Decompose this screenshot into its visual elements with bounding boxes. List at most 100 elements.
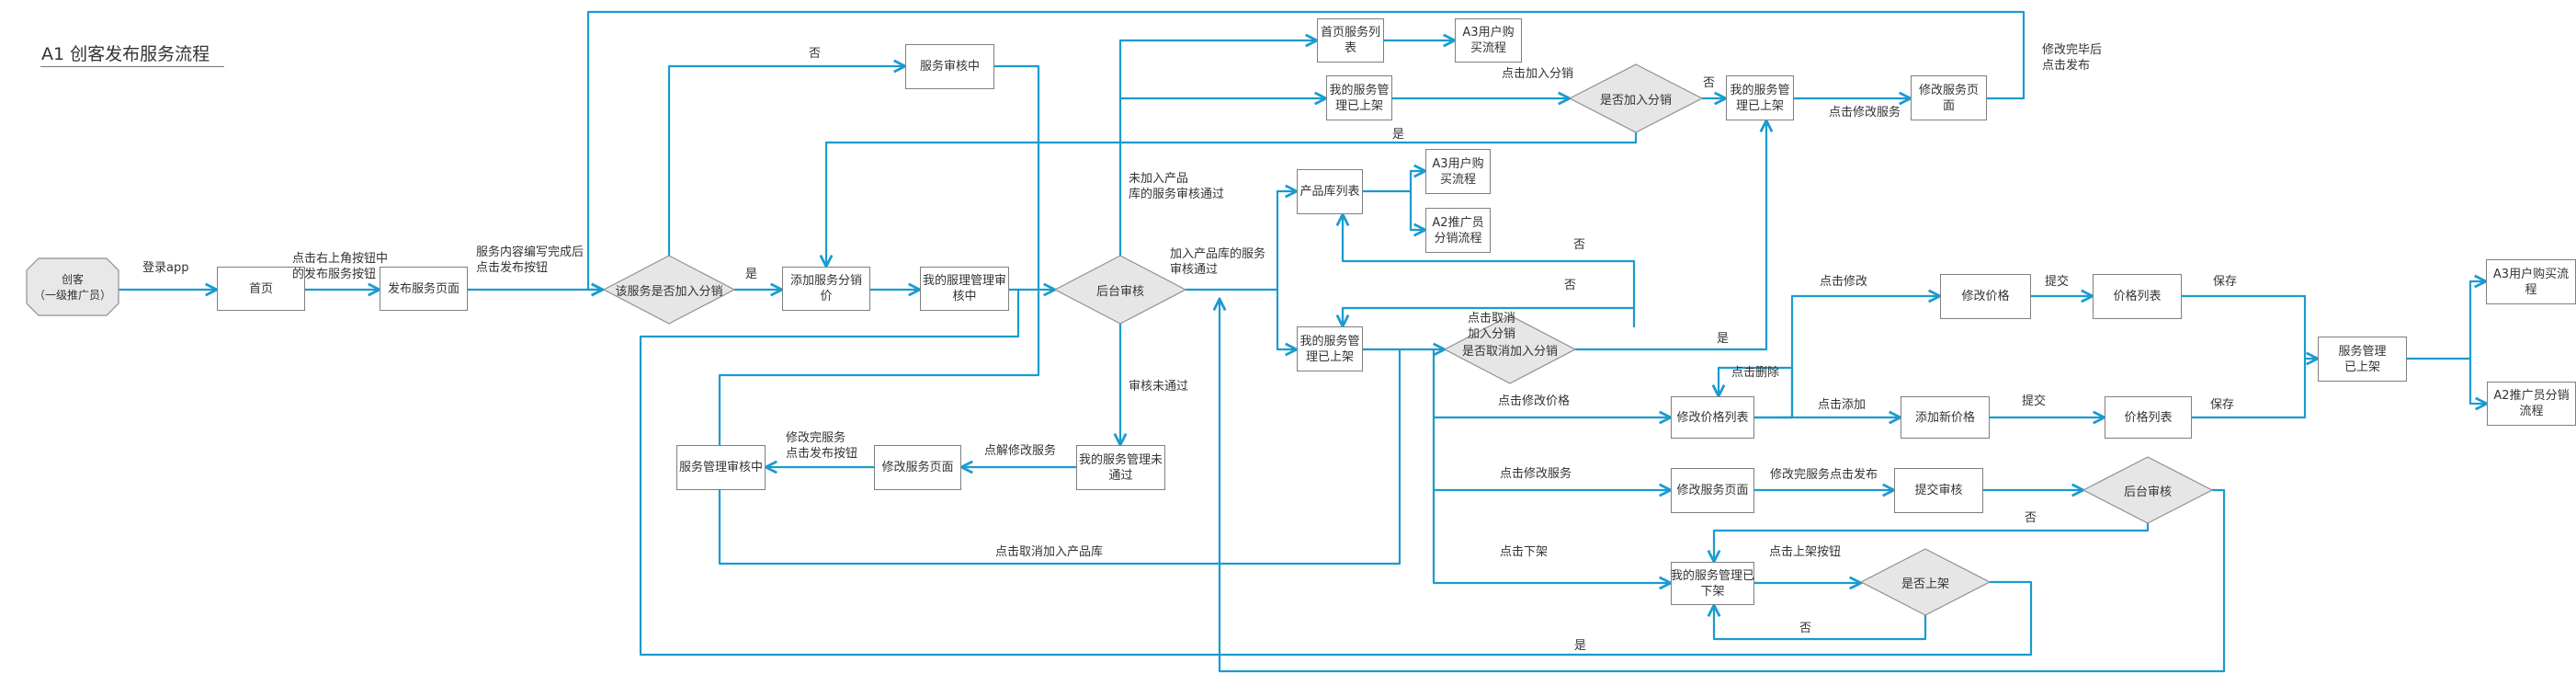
- label-submit1: 提交: [2045, 275, 2070, 289]
- edge-cancel-no1: [1343, 214, 1636, 327]
- label-yes-cancel: 是: [1717, 332, 1730, 346]
- label-yes-relist: 是: [1574, 639, 1587, 653]
- node-home-list[interactable]: 首页服务列表: [1317, 18, 1384, 63]
- edge-backend2-no: [1714, 523, 2150, 562]
- label-click-edit-service-mid: 点击修改服务: [1500, 467, 1572, 481]
- label-click-cancel-dist: 点击取消 加入分销: [1468, 312, 1516, 341]
- node-product-lib[interactable]: 产品库列表: [1297, 169, 1363, 214]
- node-submit-review[interactable]: 提交审核: [1894, 468, 1983, 513]
- node-a2-mid[interactable]: A2推广员分销流程: [1425, 208, 1491, 253]
- edge-backend-home-list: [1118, 40, 1317, 256]
- node-listed-row2[interactable]: 我的服务管理已上架: [1326, 75, 1392, 120]
- label-click-edit: 点击修改: [1820, 275, 1868, 289]
- node-publish-page[interactable]: 发布服务页面: [380, 267, 468, 311]
- diamond-relist: [1859, 548, 1992, 616]
- edge-backend2-yes: [1220, 299, 2226, 673]
- label-click-edit-price: 点击修改价格: [1498, 394, 1571, 408]
- label-yes-row2: 是: [1392, 128, 1405, 142]
- edge-diamond-no: [667, 66, 905, 256]
- node-backend-review2[interactable]: 后台审核: [2123, 485, 2172, 499]
- diamond-join-dist: [602, 255, 736, 325]
- label-save1: 保存: [2213, 275, 2238, 289]
- node-price-list-top[interactable]: 价格列表: [2093, 274, 2182, 319]
- label-edit-done-publish-btn: 修改完服务 点击发布按钮: [786, 431, 858, 461]
- node-edit-price-list[interactable]: 修改价格列表: [1671, 396, 1754, 439]
- node-edit-price[interactable]: 修改价格: [1940, 274, 2031, 319]
- diamond-backend2: [2082, 456, 2214, 524]
- label-edit-done-publish: 修改完毕后 点击发布: [2042, 43, 2103, 73]
- edge-mgmt-reviewing-up: [718, 290, 1040, 445]
- node-edit-page-left[interactable]: 修改服务页面: [874, 445, 961, 490]
- edge-cancel-no2: [1343, 306, 1634, 326]
- node-a3-top[interactable]: A3用户购买流程: [1455, 18, 1522, 63]
- label-click-fix-service: 点解修改服务: [984, 444, 1057, 458]
- label-no-cancel1: 否: [1573, 238, 1586, 252]
- edge-click-delist: [1432, 490, 1671, 583]
- node-a3-right[interactable]: A3用户购买流程: [2486, 259, 2576, 304]
- start-octagon: [26, 257, 119, 316]
- node-backend-review[interactable]: 后台审核: [1095, 284, 1144, 299]
- label-save2: 保存: [2210, 398, 2235, 412]
- label-no-relist: 否: [1799, 622, 1812, 635]
- node-mgmt-reviewing[interactable]: 服务管理审核中: [676, 445, 766, 490]
- edge-yes-feedback: [826, 132, 1638, 267]
- label-click-add: 点击添加: [1818, 398, 1867, 412]
- diamonds-layer: [602, 63, 2214, 616]
- edge-save1: [2182, 294, 2318, 359]
- node-mgmt-listed[interactable]: 服务管理 已上架: [2318, 337, 2407, 382]
- label-no-top: 否: [809, 47, 822, 61]
- label-click-list-button: 点击上架按钮: [1769, 545, 1842, 559]
- node-cancel-dist-decision[interactable]: 是否取消加入分销: [1461, 344, 1558, 359]
- label-click-publish: 点击右上角按钮中 的发布服务按钮: [292, 252, 389, 281]
- label-review-failed: 审核未通过: [1129, 380, 1189, 394]
- edge-save2: [2192, 359, 2307, 419]
- edge-mgmt-a3: [2407, 281, 2486, 360]
- label-click-delete: 点击删除: [1731, 366, 1780, 380]
- edge-backend-listed-mid: [1276, 290, 1297, 349]
- label-submit2: 提交: [2022, 394, 2047, 408]
- label-not-in-lib: 未加入产品 库的服务审核通过: [1129, 172, 1225, 201]
- node-listed-mid[interactable]: 我的服务管理已上架: [1297, 326, 1363, 371]
- node-start[interactable]: 创客 （一级推广员）: [33, 273, 111, 302]
- node-my-review[interactable]: 我的服理管理审核中: [920, 267, 1009, 311]
- label-yes-main: 是: [745, 268, 758, 281]
- node-edit-page-mid[interactable]: 修改服务页面: [1671, 468, 1754, 513]
- label-in-lib: 加入产品库的服务 审核通过: [1170, 247, 1266, 277]
- diamond-cancel-dist: [1443, 314, 1577, 384]
- node-add-dist-price[interactable]: 添加服务分销价: [782, 267, 870, 311]
- node-price-list-bottom[interactable]: 价格列表: [2105, 396, 2192, 439]
- edge-lib-a3: [1363, 171, 1425, 193]
- edge-cancel-yes: [1575, 120, 1766, 351]
- edge-service-reviewing-down: [994, 64, 1040, 290]
- node-service-reviewing[interactable]: 服务审核中: [905, 44, 994, 89]
- label-click-join-dist: 点击加入分销: [1502, 67, 1574, 81]
- label-no-row2: 否: [1703, 76, 1716, 90]
- node-relist-decision[interactable]: 是否上架: [1901, 577, 1949, 591]
- edge-relist-yes: [639, 290, 2033, 657]
- edge-backend-in-lib: [1186, 191, 1297, 291]
- node-join-dist-decision[interactable]: 该服务是否加入分销: [615, 284, 723, 299]
- edge-relist-no: [1714, 605, 1927, 641]
- edge-lib-a2: [1409, 191, 1425, 230]
- label-login: 登录app: [142, 261, 189, 275]
- node-a3-mid[interactable]: A3用户购买流程: [1425, 149, 1491, 194]
- node-join-dist2-decision[interactable]: 是否加入分销: [1599, 93, 1672, 108]
- node-a2-right[interactable]: A2推广员分销流程: [2487, 382, 2576, 426]
- node-add-new-price[interactable]: 添加新价格: [1901, 396, 1990, 439]
- diamond-join-dist2: [1568, 63, 1704, 133]
- node-home[interactable]: 首页: [217, 267, 305, 311]
- label-no-cancel2: 否: [1564, 279, 1577, 292]
- label-edit-done-click-publish: 修改完服务点击发布: [1770, 468, 1878, 482]
- edge-mgmt-a2: [2468, 359, 2487, 404]
- page-title: A1 创客发布服务流程: [41, 44, 210, 64]
- node-delisted[interactable]: 我的服务管理已 下架: [1671, 562, 1754, 605]
- node-listed-right[interactable]: 我的服务管理已上架: [1726, 75, 1794, 120]
- label-click-delist: 点击下架: [1500, 545, 1549, 559]
- node-not-passed[interactable]: 我的服务管理未 通过: [1076, 445, 1165, 490]
- label-click-edit-service-top: 点击修改服务: [1829, 106, 1901, 120]
- node-edit-page-top[interactable]: 修改服务页面: [1911, 75, 1987, 120]
- edge-top-loop: [586, 10, 2026, 290]
- edge-cancel-lib: [718, 349, 1401, 565]
